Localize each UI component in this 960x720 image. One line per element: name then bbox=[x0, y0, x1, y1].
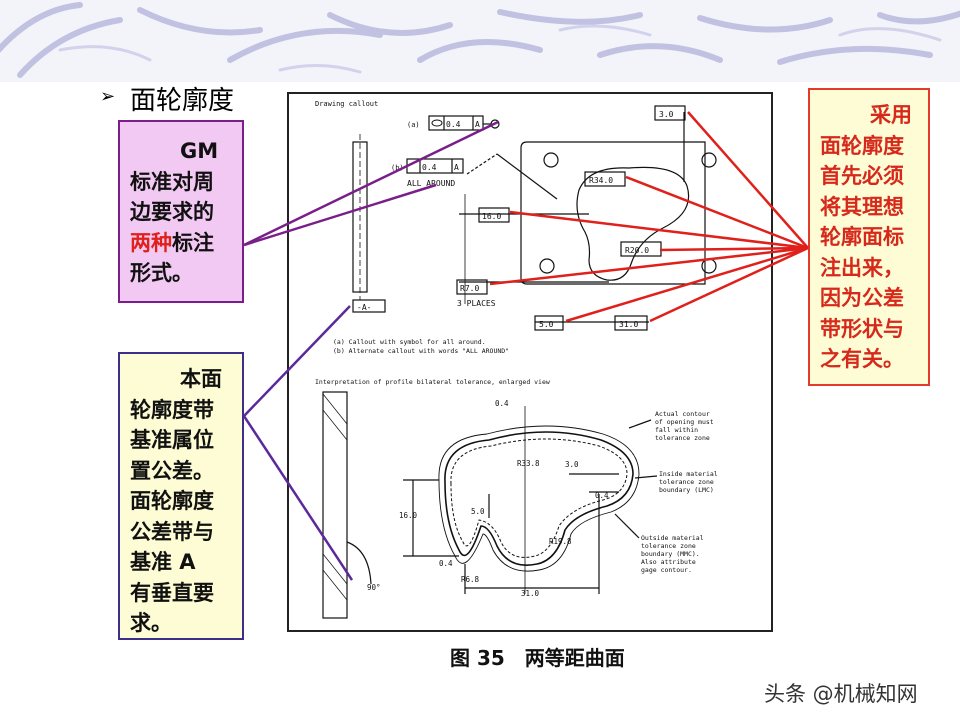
slide-title: 面轮廓度 bbox=[130, 86, 235, 116]
datum-line-2: 轮廓度带 bbox=[130, 397, 214, 422]
dim-box-r7 bbox=[456, 279, 488, 295]
note-outside-2: tolerance zone bbox=[641, 542, 696, 550]
bullet-arrow-icon: ➢ bbox=[100, 86, 116, 107]
plate-outline bbox=[520, 141, 706, 285]
reason-line-8: 带形状与 bbox=[820, 316, 904, 341]
dim-r7-label: R7.0 bbox=[460, 284, 479, 293]
datum-line-3: 基准属位 bbox=[130, 428, 214, 452]
reason-line-2: 面轮廓度 bbox=[820, 133, 904, 158]
note-inside-3: boundary (LMC) bbox=[659, 486, 714, 494]
gm-line-2: 标准对周 bbox=[130, 169, 214, 194]
figure-caption: 图 35 两等距曲面 bbox=[450, 646, 625, 670]
datum-a-label: -A- bbox=[357, 303, 371, 312]
hole-top-right bbox=[701, 152, 717, 168]
reason-line-6: 注出来， bbox=[820, 255, 904, 280]
dim-16-label: 16.0 bbox=[482, 212, 501, 221]
reason-line-5: 轮廓面标 bbox=[820, 225, 904, 249]
hole-top-left bbox=[543, 152, 559, 168]
profile-surface-icon bbox=[431, 119, 443, 127]
callout-a-value: 0.4 bbox=[446, 120, 461, 129]
reason-note-box: 采用 面轮廓度 首先必须 将其理想 轮廓面标 注出来， 因为公差 带形状与 之有… bbox=[808, 88, 930, 386]
section-part bbox=[322, 391, 348, 619]
callout-b-datum: A bbox=[454, 163, 459, 172]
interp-16: 16.0 bbox=[399, 511, 418, 520]
interpretation-heading: Interpretation of profile bilateral tole… bbox=[315, 378, 550, 386]
all-around-label: ALL AROUND bbox=[407, 179, 455, 188]
dim-31-label: 31.0 bbox=[619, 320, 638, 329]
callout-heading: Drawing callout bbox=[315, 100, 378, 108]
interp-31: 31.0 bbox=[521, 589, 540, 598]
header-decoration bbox=[0, 0, 960, 82]
callout-b-label: (b) bbox=[391, 164, 404, 172]
gm-line-4-rest: 标注 bbox=[172, 230, 214, 255]
dim-box-r34 bbox=[584, 171, 626, 187]
datum-line-4: 置公差。 bbox=[130, 458, 214, 483]
note-outside-5: gage contour. bbox=[641, 566, 692, 574]
dim-box-16 bbox=[478, 207, 510, 223]
three-places-label: 3 PLACES bbox=[457, 299, 496, 308]
note-inside-2: tolerance zone bbox=[659, 478, 714, 486]
engineering-drawing: Drawing callout (a) 0.4 A (b) 0.4 A ALL … bbox=[287, 92, 773, 632]
note-outside-4: Also attribute bbox=[641, 558, 696, 566]
interp-04-top: 0.4 bbox=[495, 399, 509, 408]
datum-line-9: 求。 bbox=[130, 611, 172, 635]
reason-line-1: 采用 bbox=[870, 103, 912, 127]
callout-a-frame bbox=[428, 115, 484, 131]
datum-line-5: 面轮廓度 bbox=[130, 489, 214, 513]
gm-line-5: 形式。 bbox=[130, 261, 193, 285]
interp-04-left: 0.4 bbox=[439, 559, 453, 568]
gm-note-box: GM 标准对周 边要求的 两种标注 形式。 bbox=[118, 120, 244, 303]
datum-a-frame bbox=[352, 299, 386, 313]
note-actual-1: Actual contour bbox=[655, 410, 710, 418]
note-outside-3: boundary (MMC). bbox=[641, 550, 700, 558]
callout-a-datum: A bbox=[475, 120, 480, 129]
profile-opening bbox=[576, 166, 690, 281]
hole-bottom-left bbox=[539, 258, 555, 274]
datum-note-box: 本面 轮廓度带 基准属位 置公差。 面轮廓度 公差带与 基准 A 有垂直要 求。 bbox=[118, 352, 244, 640]
reason-line-7: 因为公差 bbox=[820, 286, 904, 310]
gm-line-4-highlight: 两种 bbox=[130, 230, 172, 255]
reason-line-3: 首先必须 bbox=[820, 164, 904, 188]
gm-line-1: GM bbox=[180, 139, 219, 163]
note-actual-3: fall within bbox=[655, 426, 698, 434]
interp-90: 90° bbox=[367, 583, 381, 592]
datum-line-1: 本面 bbox=[180, 367, 222, 391]
interp-3: 3.0 bbox=[565, 460, 579, 469]
interp-04-right: 0.4 bbox=[595, 491, 609, 500]
gm-line-4: 两种标注 bbox=[130, 228, 234, 259]
dim-box-3 bbox=[654, 105, 686, 121]
note-outside-1: Outside material bbox=[641, 534, 704, 542]
dim-3-label: 3.0 bbox=[659, 110, 674, 119]
note-a: (a) Callout with symbol for all around. bbox=[333, 338, 486, 346]
interp-5: 5.0 bbox=[471, 507, 485, 516]
note-b: (b) Alternate callout with words "ALL AR… bbox=[333, 347, 509, 355]
dim-r34-label: R34.0 bbox=[589, 176, 613, 185]
callout-b-value: 0.4 bbox=[422, 163, 437, 172]
reason-line-9: 之有关。 bbox=[820, 347, 904, 371]
interp-r68: R6.8 bbox=[461, 575, 480, 584]
interp-r338: R33.8 bbox=[517, 459, 540, 468]
interp-r198: R19.8 bbox=[549, 537, 572, 546]
datum-line-6: 公差带与 bbox=[130, 519, 214, 544]
datum-line-7: 基准 A bbox=[130, 550, 196, 574]
gm-line-3: 边要求的 bbox=[130, 200, 214, 224]
dim-5-label: 5.0 bbox=[539, 320, 554, 329]
dim-box-5 bbox=[534, 315, 564, 331]
callout-a-label: (a) bbox=[407, 121, 420, 129]
note-actual-2: of opening must bbox=[655, 418, 714, 426]
reason-line-4: 将其理想 bbox=[820, 194, 904, 219]
note-actual-4: tolerance zone bbox=[655, 434, 710, 442]
watermark: 头条 @机械知网 bbox=[764, 682, 918, 706]
dim-r20-label: R20.0 bbox=[625, 246, 649, 255]
note-inside-1: Inside material bbox=[659, 470, 718, 478]
dim-box-31 bbox=[614, 315, 648, 331]
drawing-canvas: Drawing callout (a) 0.4 A (b) 0.4 A ALL … bbox=[315, 100, 718, 619]
datum-line-8: 有垂直要 bbox=[130, 580, 214, 605]
